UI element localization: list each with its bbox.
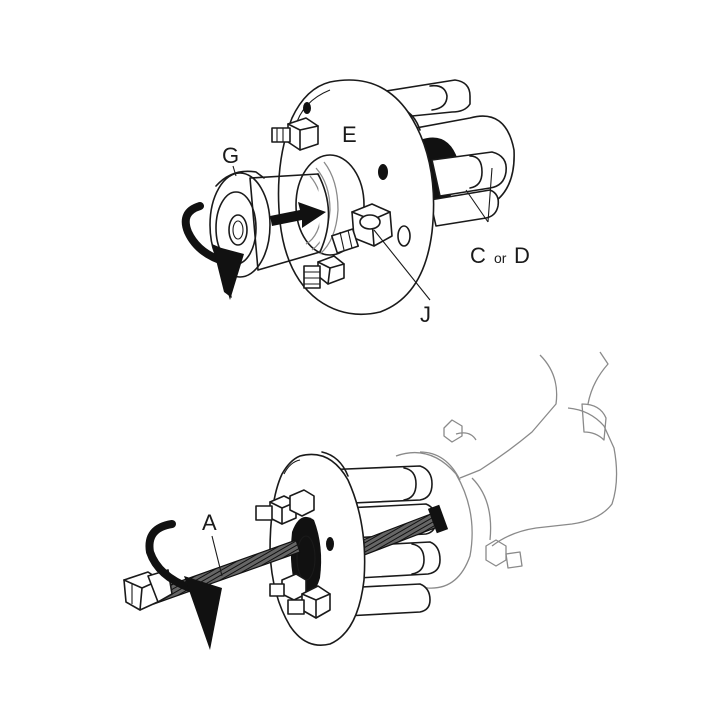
nut-bottom-top xyxy=(303,255,345,289)
leader-J xyxy=(373,229,431,301)
bottom-assembly: A xyxy=(123,351,618,650)
rotation-arrow-top xyxy=(181,202,244,300)
nut-J xyxy=(330,203,411,254)
top-assembly: G E C or D J xyxy=(181,79,530,327)
axle-housing xyxy=(395,351,618,589)
leader-G xyxy=(232,165,237,177)
push-arrow-top xyxy=(270,202,326,228)
flange-plate-top xyxy=(277,79,435,316)
leader-CD xyxy=(465,167,493,223)
label-J: J xyxy=(420,302,431,327)
label-E: E xyxy=(342,122,357,147)
label-or: or xyxy=(494,250,507,266)
nuts-bottom xyxy=(255,489,331,619)
label-C: C xyxy=(470,243,486,268)
label-D: D xyxy=(514,243,530,268)
nut-top xyxy=(271,117,319,151)
rotation-arrow-bottom xyxy=(145,520,222,650)
label-A: A xyxy=(202,510,217,535)
label-G: G xyxy=(222,143,239,168)
leader-A xyxy=(211,535,223,577)
